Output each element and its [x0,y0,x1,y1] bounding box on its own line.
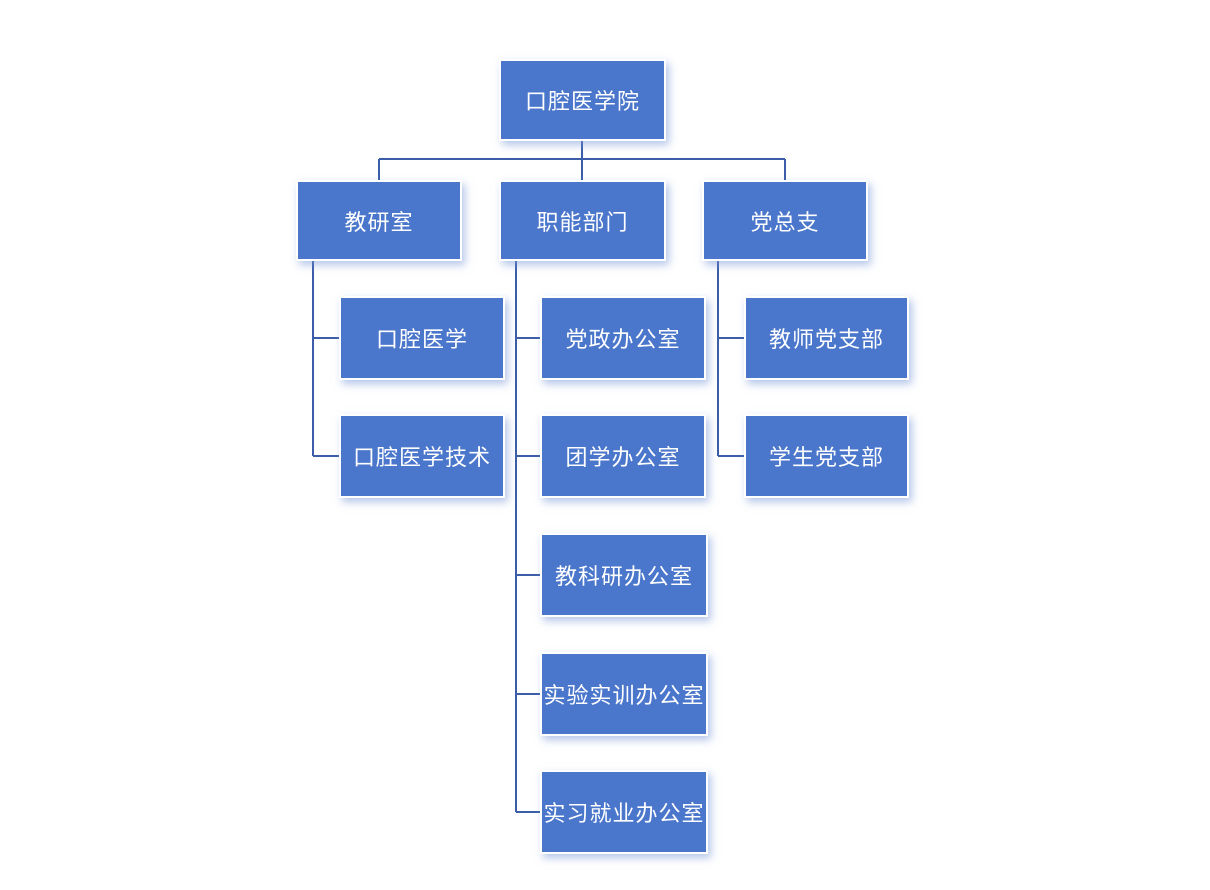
node-label: 党政办公室 [565,327,681,352]
node-label: 职能部门 [536,209,629,235]
node-label: 教师党支部 [768,327,884,352]
node-functional-departments: 职能部门 [499,180,666,261]
node-student-party-branch: 学生党支部 [744,414,909,498]
node-root: 口腔医学院 [499,59,666,141]
node-label: 实验实训办公室 [543,683,705,708]
node-label: 团学办公室 [565,445,681,470]
node-lab-training-office: 实验实训办公室 [540,652,708,736]
node-label: 实习就业办公室 [543,801,705,826]
node-label: 教科研办公室 [554,564,693,589]
node-label: 学生党支部 [768,445,884,470]
node-party-general-branch: 党总支 [702,180,868,261]
node-party-admin-office: 党政办公室 [540,296,706,380]
node-label: 口腔医学 [375,327,468,352]
node-label: 口腔医学院 [524,89,640,114]
node-teaching-scientific-research-office: 教科研办公室 [540,533,708,617]
node-internship-employment-office: 实习就业办公室 [540,770,708,854]
node-teacher-party-branch: 教师党支部 [744,296,909,380]
node-label: 党总支 [750,209,820,235]
node-youth-league-office: 团学办公室 [540,414,706,498]
node-stomatology-technology: 口腔医学技术 [339,414,505,498]
node-teaching-research-office: 教研室 [296,180,462,261]
node-label: 口腔医学技术 [352,445,491,470]
node-label: 教研室 [344,209,414,235]
node-stomatology: 口腔医学 [339,296,505,380]
